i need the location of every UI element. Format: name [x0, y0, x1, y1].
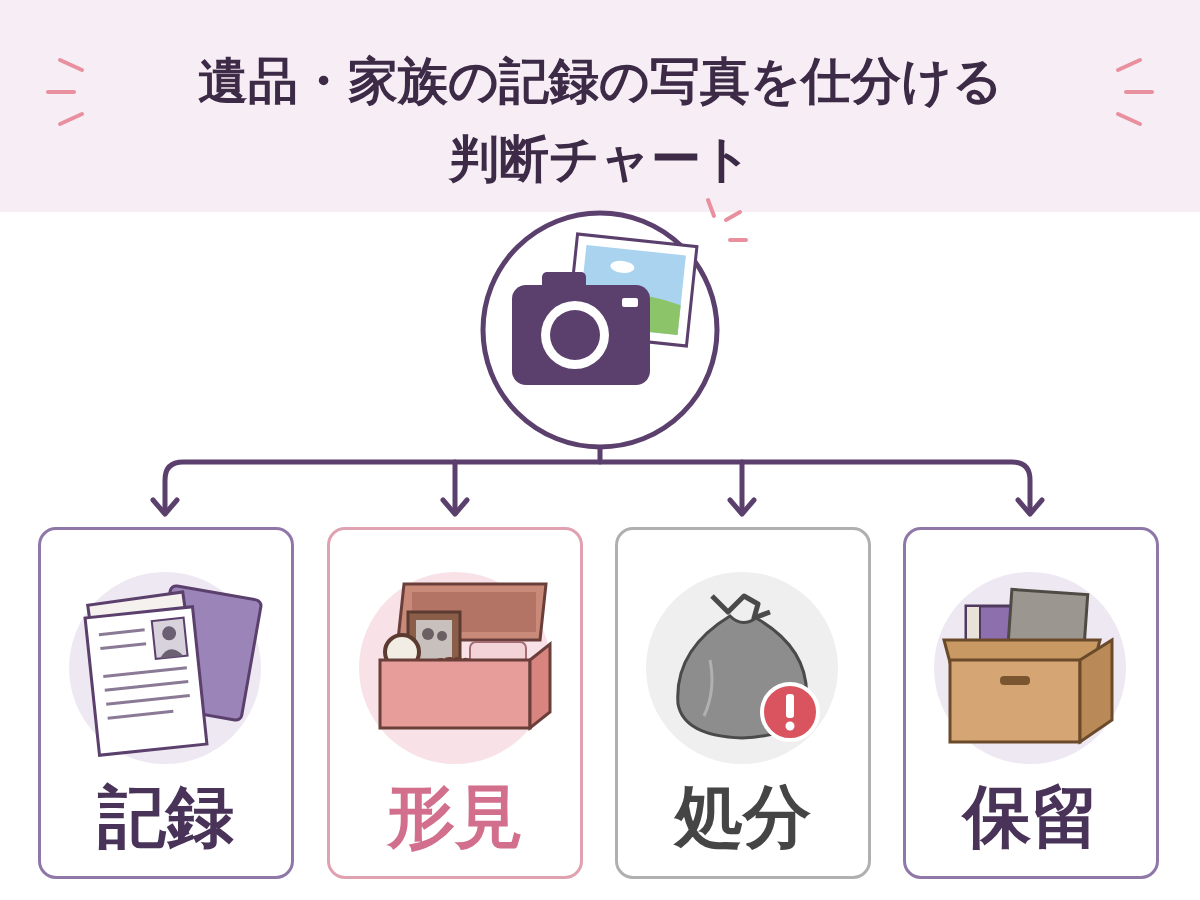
arrow-head [153, 500, 177, 514]
box-lid [398, 584, 546, 640]
pocket-watch [385, 635, 419, 669]
sparkle-line [48, 90, 74, 94]
bag-fold [704, 660, 712, 716]
sparkle-line [726, 212, 740, 220]
photo-sky [578, 245, 686, 335]
text-line [100, 644, 146, 649]
photo-box [152, 618, 188, 659]
category-label: 処分 [618, 772, 868, 862]
garbage-bag [678, 616, 807, 738]
sparkle-line [60, 114, 82, 124]
camera-body [512, 285, 650, 385]
sparkle-line [60, 60, 82, 70]
book [966, 606, 1052, 650]
photo-image [416, 620, 452, 660]
sparkle-line [1126, 90, 1152, 94]
category-box: 形見 [327, 527, 583, 879]
box-side [530, 644, 550, 728]
box-front [380, 660, 530, 728]
photo-frame [567, 234, 697, 346]
branch-drop [740, 462, 745, 510]
center-circle [483, 213, 717, 447]
camera-icon [512, 272, 650, 385]
branch-stem [598, 446, 603, 462]
text-line [103, 668, 187, 677]
keepsake-icon [380, 584, 550, 728]
prayer-beads [414, 661, 500, 672]
person-head [437, 631, 447, 641]
document [85, 607, 207, 756]
sparkle-lines [48, 60, 1152, 240]
icon-backdrop [934, 572, 1126, 764]
category-label: 形見 [330, 772, 580, 862]
camera-lens-ring [541, 301, 609, 369]
category-box: 記録 [38, 527, 294, 879]
person-head [161, 626, 176, 641]
bag-tie [712, 596, 770, 618]
book-pages [966, 606, 980, 650]
branch-lines [153, 446, 1042, 514]
arrow-head [443, 500, 467, 514]
photo-print [567, 234, 697, 346]
branch-drop [453, 462, 458, 510]
book [1008, 589, 1087, 646]
camera-flash [622, 298, 638, 307]
branch-bar [165, 462, 1030, 510]
icon-backdrop [359, 572, 551, 764]
warning-dot [786, 722, 795, 731]
photo-hill [578, 289, 681, 335]
handkerchief [470, 642, 526, 664]
category-box: 保留 [903, 527, 1159, 879]
lid-inner [412, 592, 536, 632]
garbage-icon [678, 596, 818, 740]
text-line [105, 682, 189, 691]
purple-folder [150, 585, 262, 721]
category-label: 保留 [906, 772, 1156, 862]
sparkle-line [730, 238, 746, 242]
back-paper [88, 592, 201, 730]
person-head [422, 628, 434, 640]
sparkle-line [1118, 114, 1140, 124]
photo-frame [408, 612, 460, 668]
category-box: 処分 [615, 527, 871, 879]
icon-backdrop [69, 572, 261, 764]
camera-top [542, 272, 586, 294]
camera-lens [550, 310, 600, 360]
box-side [1080, 640, 1112, 742]
id-photo [152, 618, 188, 659]
person-body [159, 648, 184, 658]
arrow-head [730, 500, 754, 514]
records-icon [85, 585, 262, 755]
box-rim [944, 640, 1100, 670]
text-line [108, 711, 174, 718]
sparkle-line [708, 200, 714, 216]
box-handle [1000, 676, 1030, 685]
chart-title: 遺品・家族の記録の写真を仕分ける 判断チャート [190, 42, 1010, 198]
document-lines [99, 626, 191, 718]
text-line [99, 630, 145, 635]
photo-cloud [610, 260, 635, 274]
icon-backdrop [646, 572, 838, 764]
warning-mark [786, 694, 794, 718]
sparkle-line [1118, 60, 1140, 70]
arrow-head [1018, 500, 1042, 514]
warning-badge [762, 684, 818, 740]
text-line [106, 696, 190, 705]
box-front [950, 660, 1080, 742]
storage-icon [944, 589, 1112, 742]
category-label: 記録 [41, 772, 291, 862]
